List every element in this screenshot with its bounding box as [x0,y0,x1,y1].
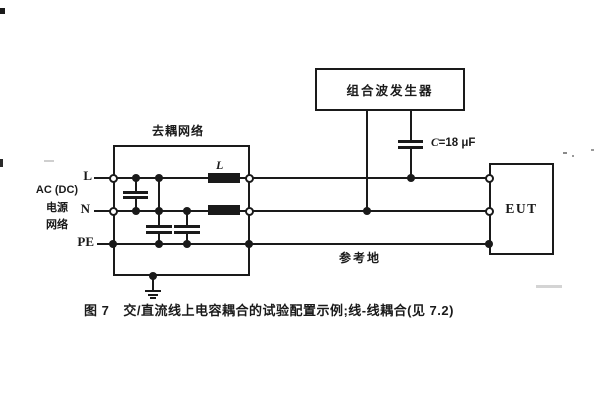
junction-dot-pe-right [245,240,253,248]
cap-npe-wire-bottom [186,234,188,245]
scan-artifact [536,285,562,288]
junction-dot-n2 [155,207,163,215]
cap-ln-wire-top [135,178,137,191]
power-source-line3: 网络 [46,219,68,232]
junction-dot-l1 [132,174,140,182]
wire-line-pe [97,243,489,245]
ground-symbol-bar2 [148,294,158,296]
terminal-decoupling-n-in [109,207,118,216]
coupling-cap-label: C=18 μF [431,137,475,150]
generator-wire-left [366,111,368,211]
figure-caption-number: 图 7 [84,303,110,318]
coupling-cap-value: =18 μF [438,137,476,149]
junction-dot-pe2 [183,240,191,248]
inductor-n-block [208,205,240,215]
cap-ln-plate-bottom [123,196,148,199]
cap-lpe-plate-bottom [146,231,172,234]
eut-box: EUT [489,163,554,255]
junction-dot-eut-pe [485,240,493,248]
junction-dot-l2 [155,174,163,182]
generator-wire-right-top [410,111,412,140]
inductor-label: L [216,158,224,172]
power-source-line1: AC (DC) [35,184,79,196]
figure-caption-text: 交/直流线上电容耦合的试验配置示例;线-线耦合(见 7.2) [123,303,454,318]
cap-npe-plate-bottom [174,231,200,234]
coupling-cap-plate-top [398,140,423,143]
terminal-decoupling-n-out [245,207,254,216]
ground-symbol-bar1 [145,290,161,292]
ground-wire [152,276,154,290]
coupling-cap-symbol: C [431,137,439,149]
cap-ln-wire-bottom [135,199,137,212]
scan-artifact [0,8,5,14]
junction-dot-cap-l [407,174,415,182]
scan-artifact [44,160,54,162]
generator-box: 组合波发生器 [315,68,465,111]
cap-lpe-wire-top [158,178,160,225]
coupling-cap-plate-bottom [398,146,423,149]
scan-artifact [563,152,567,154]
cap-npe-wire-top [186,211,188,225]
generator-label: 组合波发生器 [346,84,434,98]
wire-line-l [94,177,489,179]
cap-lpe-plate-top [146,225,172,228]
eut-label: EUT [505,201,538,216]
junction-dot-pe-left [109,240,117,248]
line-label-pe: PE [77,234,94,249]
generator-wire-right-bottom [410,149,412,178]
scan-artifact [591,149,594,151]
power-source-label: AC (DC) 电源 网络 [28,184,86,232]
power-source-line2: 电源 [46,201,68,214]
terminal-decoupling-l-in [109,174,118,183]
terminal-eut-n [485,207,494,216]
wire-line-n [94,210,489,212]
junction-dot-n1 [132,207,140,215]
terminal-eut-l [485,174,494,183]
line-label-l: L [83,168,92,183]
ground-symbol-bar3 [150,297,156,299]
inductor-l-block [208,173,240,183]
scan-artifact [572,155,574,157]
scan-artifact [0,159,3,167]
terminal-decoupling-l-out [245,174,254,183]
decoupling-network-label: 去耦网络 [151,124,204,138]
reference-ground-label: 参考地 [339,251,382,265]
junction-dot-gen-n [363,207,371,215]
junction-dot-pe1 [155,240,163,248]
cap-ln-plate-top [123,191,148,194]
cap-npe-plate-top [174,225,200,228]
figure-caption: 图 7 交/直流线上电容耦合的试验配置示例;线-线耦合(见 7.2) [84,300,454,319]
cap-lpe-wire-bottom [158,234,160,245]
line-label-n: N [80,201,90,216]
junction-dot-ground [149,272,157,280]
junction-dot-n3 [183,207,191,215]
